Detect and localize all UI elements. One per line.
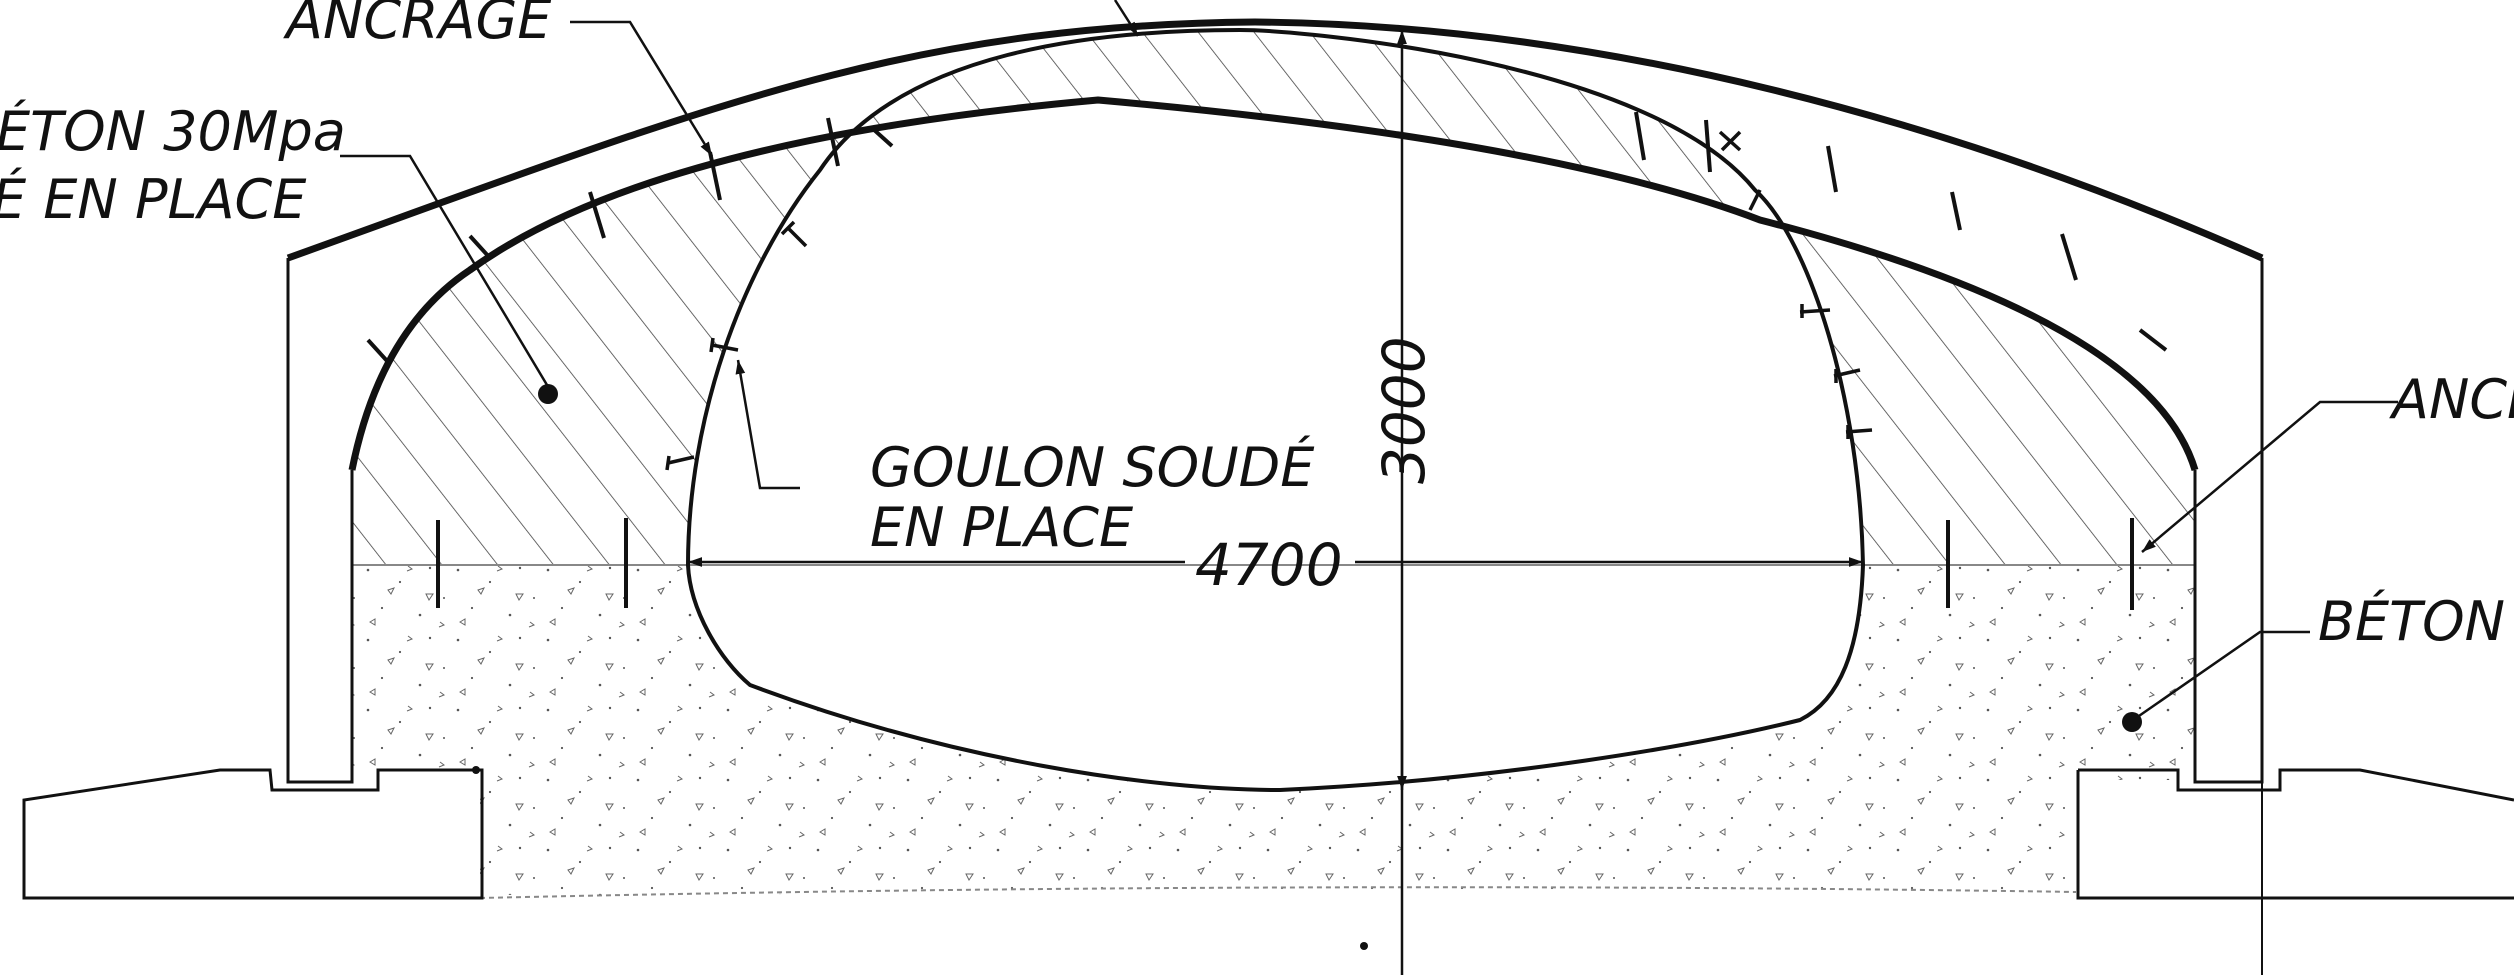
label-beton-left-2: É EN PLACE <box>0 168 307 231</box>
dimension-height: 3000 <box>1370 336 1438 484</box>
right-wall <box>2076 258 2514 900</box>
reference-dot <box>472 766 480 774</box>
label-goulon-2: EN PLACE <box>870 496 1134 559</box>
beton-right-dot <box>2122 712 2142 732</box>
label-ancrage-right: ANCI <box>2389 368 2514 431</box>
hatched-concrete-zone <box>352 30 2195 565</box>
anchor-ticks <box>366 111 2168 610</box>
central-bulb <box>685 27 1866 793</box>
inner-arch <box>348 96 2199 472</box>
left-wall <box>22 258 484 900</box>
outer-arch <box>286 18 2264 262</box>
leader-lines <box>340 0 2398 720</box>
label-beton-left-1: ÉTON 30Mpa <box>0 100 346 163</box>
label-ancrage-top: ANCRAGE <box>283 0 552 51</box>
reference-dot-small <box>1360 942 1368 950</box>
beton-left-dot <box>538 384 558 404</box>
dimension-width: 4700 <box>1195 531 1343 599</box>
dimension-lines <box>688 30 2263 975</box>
label-goulon-1: GOULON SOUDÉ <box>870 436 1315 499</box>
concrete-fill-zone <box>352 565 2195 895</box>
label-beton-right: BÉTON <box>2318 590 2505 653</box>
